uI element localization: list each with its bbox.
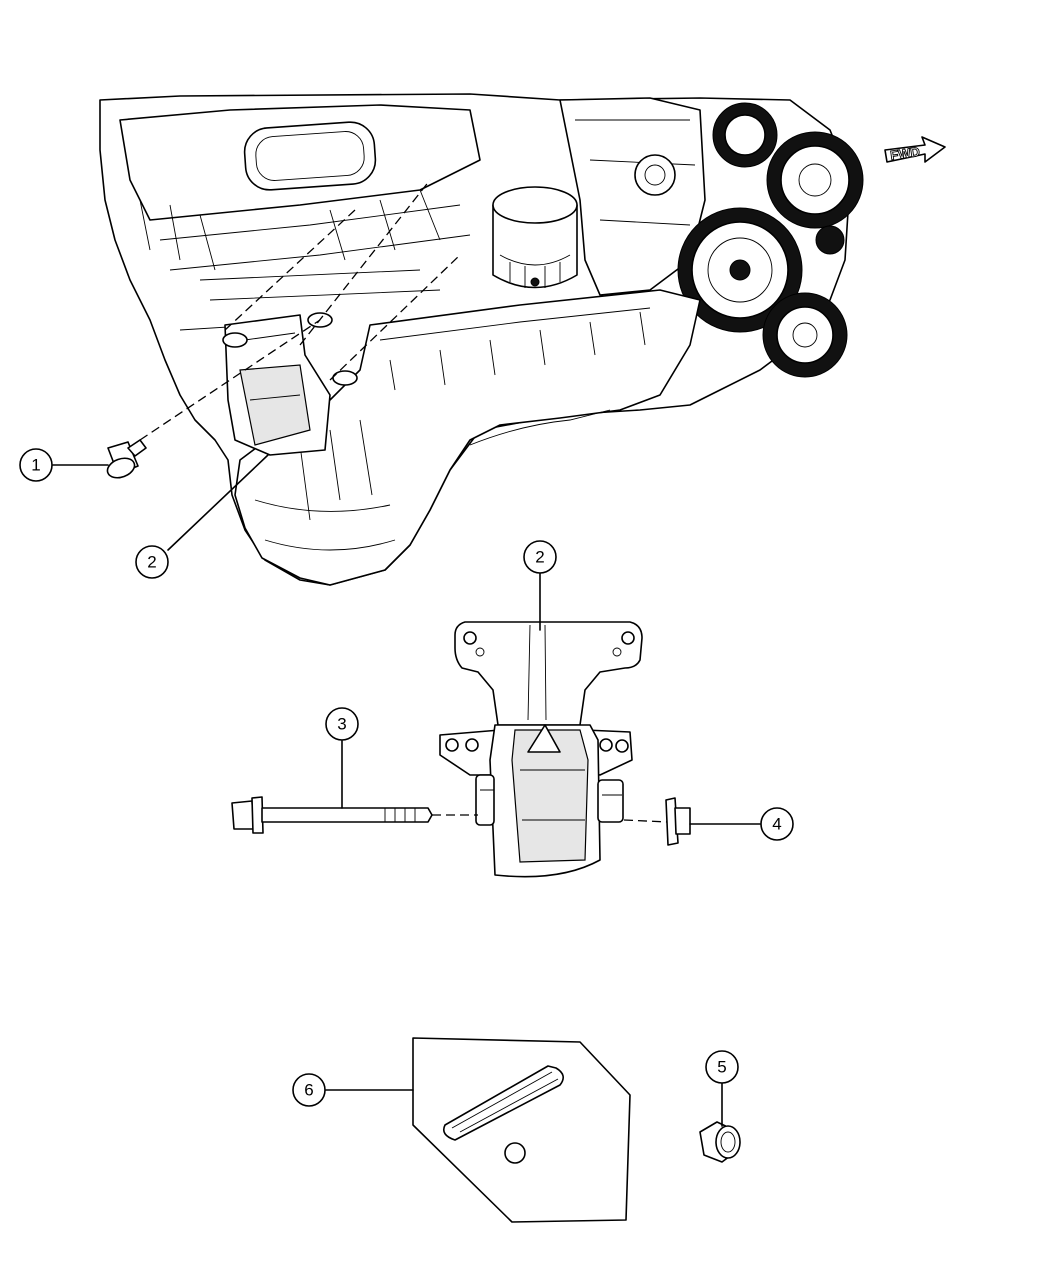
callout-5-number: 5 <box>717 1058 726 1077</box>
fwd-label: FWD <box>889 144 920 163</box>
callout-6-number: 6 <box>304 1081 313 1100</box>
oil-filter <box>492 186 578 289</box>
engine-assembly: FWD <box>99 93 946 586</box>
pulleys <box>677 102 864 378</box>
callout-5: 5 <box>705 1050 739 1084</box>
part-2-engine-mount <box>439 621 643 878</box>
callout-2a-number: 2 <box>147 553 156 572</box>
oil-pan <box>234 289 701 586</box>
callout-4: 4 <box>760 807 794 841</box>
part-6-heat-shield-plate <box>412 1037 631 1223</box>
callout-1: 1 <box>19 448 53 482</box>
part-3-through-bolt <box>231 796 478 834</box>
part-1-bolt <box>106 439 147 479</box>
callout-2b: 2 <box>523 540 557 574</box>
callout-2b-number: 2 <box>535 548 544 567</box>
callout-leaders <box>52 454 761 1127</box>
part-4-flange-bolt <box>623 797 691 846</box>
callout-6: 6 <box>292 1073 326 1107</box>
fwd-direction-arrow: FWD <box>884 136 946 163</box>
part-5-hex-nut <box>699 1121 741 1163</box>
callout-2a: 2 <box>135 545 169 579</box>
callout-3: 3 <box>325 707 359 741</box>
callout-1-number: 1 <box>31 456 40 475</box>
callout-3-number: 3 <box>337 715 346 734</box>
engine-mount-bracket-installed <box>222 312 358 456</box>
callout-4-number: 4 <box>772 815 781 834</box>
